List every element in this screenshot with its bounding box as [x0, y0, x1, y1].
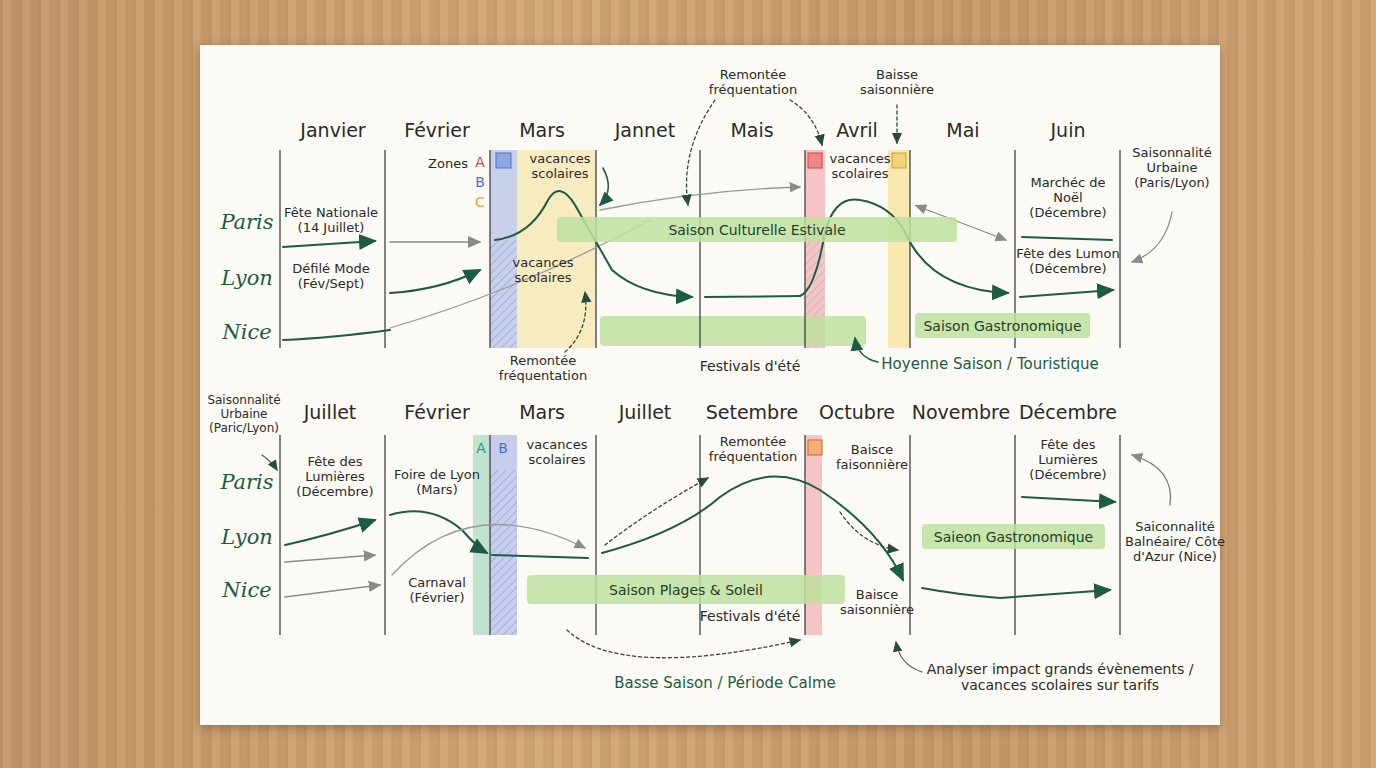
zone-letter: A	[473, 154, 487, 170]
event-label: Marchéc de Noël (Décembre)	[1016, 176, 1120, 221]
event-label: Foire de Lyon (Mars)	[385, 468, 489, 498]
zone-letter: B	[473, 174, 487, 190]
holiday-label: vacances scolaires	[524, 152, 596, 182]
holiday-label: vacances scolaires	[507, 256, 579, 286]
annotation: Baisse saisonnière	[847, 68, 947, 98]
row-label: Paris	[217, 210, 277, 234]
event-label: Fête des Lumières (Décembre)	[287, 455, 383, 500]
row-label: Lyon	[217, 266, 277, 290]
annotation: Festivals d'été	[685, 358, 815, 374]
annotation: Baisce faisonnière	[830, 443, 914, 473]
month-label: Octubre	[807, 402, 907, 424]
season-band: Saieon Gastronomique	[922, 524, 1105, 549]
row-label: Nice	[217, 320, 277, 344]
month-label: Mars	[492, 120, 592, 142]
annotation: Remontée fréquentation	[698, 68, 808, 98]
zone-letter: C	[473, 194, 487, 210]
holiday-label: vacances scolaires	[521, 438, 593, 468]
event-label: Fête des Lumon (Décembre)	[1016, 247, 1120, 277]
zone-label: Zones	[423, 157, 473, 172]
season-note: Hoyenne Saison / Touristique	[860, 356, 1120, 373]
annotation: Saiconnalité Balnéaire/ Côte d'Azur (Nic…	[1122, 520, 1228, 565]
event-label: Défilé Mode (Fév/Sept)	[279, 262, 383, 292]
season-label: Saison Culturelle Estivale	[668, 222, 845, 238]
annotation: Remontée fréquentation	[488, 354, 598, 384]
zone-letter: B	[496, 440, 510, 456]
month-label: Mai	[913, 120, 1013, 142]
month-label: Février	[387, 402, 487, 424]
row-label: Nice	[217, 578, 277, 602]
season-label: Saieon Gastronomique	[934, 529, 1093, 545]
holiday-label: vacances scolaires	[824, 152, 896, 182]
season-note: Basse Saison / Période Calme	[590, 675, 860, 692]
month-label: Janvier	[283, 120, 383, 142]
season-label: Saison Gastronomique	[923, 318, 1081, 334]
event-label: Carnaval (Février)	[385, 576, 489, 606]
row-label: Paris	[217, 470, 277, 494]
month-label: Mars	[492, 402, 592, 424]
annotation: Saisonnalité Urbaine (Paris/Lyon)	[1117, 146, 1227, 191]
row-label: Lyon	[217, 525, 277, 549]
month-label: Juin	[1018, 120, 1118, 142]
season-band: Saison Plages & Soleil	[527, 575, 845, 604]
month-label: Février	[387, 120, 487, 142]
season-label: Saison Plages & Soleil	[609, 582, 763, 598]
annotation: Festivals d'été	[685, 608, 815, 624]
season-band: Saison Culturelle Estivale	[557, 217, 957, 242]
annotation: Saisonnalité Urbaine (Paric/Lyon)	[196, 394, 292, 435]
month-label: Avril	[807, 120, 907, 142]
annotation: Remontée fréquentation	[698, 435, 808, 465]
month-label: Mais	[702, 120, 802, 142]
zone-letter: A	[474, 440, 488, 456]
month-label: Novembre	[909, 402, 1013, 424]
event-label: Fête Nationale (14 Juillet)	[279, 206, 383, 236]
season-band: Saison Gastronomique	[915, 313, 1090, 338]
annotation: Baisce saisonnière	[835, 588, 919, 618]
month-label: Jannet	[595, 120, 695, 142]
month-label: Juillet	[280, 402, 380, 424]
month-label: Juillet	[595, 402, 695, 424]
month-label: Décembre	[1016, 402, 1120, 424]
event-label: Fête des Lumières (Décembre)	[1016, 438, 1120, 483]
month-label: Setembre	[700, 402, 804, 424]
annotation: Analyser impact grands évènements / vaca…	[910, 661, 1210, 693]
